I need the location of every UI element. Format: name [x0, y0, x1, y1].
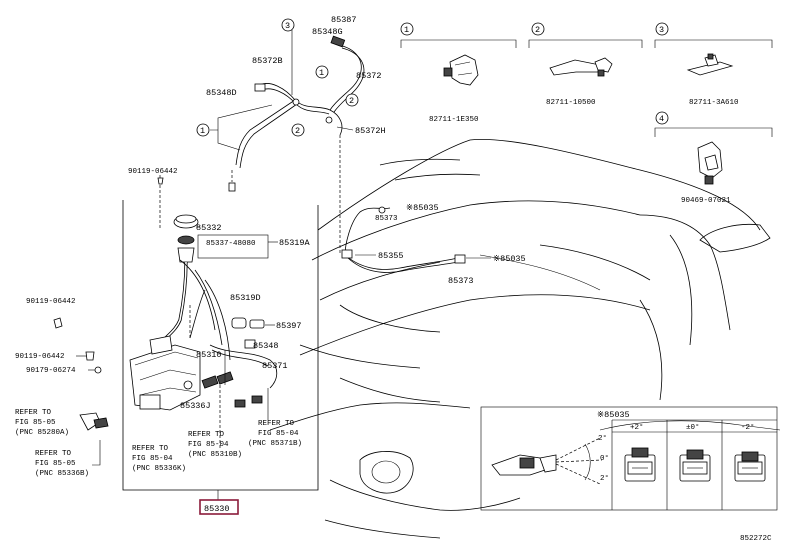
- left-references: 90119-06442 90119-06442 90179-06274 REFE…: [15, 298, 302, 478]
- ref-b-line1[interactable]: REFER TO: [35, 450, 72, 458]
- part-85348[interactable]: 85348: [253, 341, 279, 351]
- callout-2-a: 2: [349, 96, 354, 106]
- part-85348g[interactable]: 85348G: [312, 27, 343, 37]
- part-85337-48080[interactable]: 85337-48080: [206, 240, 256, 248]
- clip-82711-3a610[interactable]: 82711-3A610: [689, 99, 739, 107]
- inset-col-minus2: -2°: [741, 423, 755, 432]
- ref-d-line1[interactable]: REFER TO: [188, 431, 225, 439]
- part-85387[interactable]: 85387: [331, 15, 357, 25]
- inset-col-plus2: +2°: [630, 423, 644, 432]
- callout-2-b: 2: [295, 126, 300, 136]
- part-85319d[interactable]: 85319D: [230, 293, 261, 303]
- part-85035-b[interactable]: ※85035: [493, 254, 526, 264]
- ref-c-line2[interactable]: FIG 85-04: [132, 455, 173, 463]
- inset-title: ※85035: [597, 410, 630, 420]
- callout-1-b: 1: [200, 126, 205, 136]
- ref-e-line2[interactable]: FIG 85-04: [258, 430, 299, 438]
- callout-1-a: 1: [319, 68, 324, 78]
- part-85330[interactable]: 85330: [204, 504, 230, 514]
- part-85372h[interactable]: 85372H: [355, 126, 386, 136]
- part-85371[interactable]: 85371: [262, 361, 288, 371]
- nozzle-view-plus2: [624, 447, 656, 482]
- part-85372b[interactable]: 85372B: [252, 56, 283, 66]
- tank-labels: 85332 85337-48080 85319A 85319D 85397 85…: [180, 223, 311, 411]
- callout-3-a: 3: [285, 21, 290, 31]
- ref-d-line2[interactable]: FIG 85-04: [188, 441, 229, 449]
- nozzle-angle-inset: ※85035 +2° ±0° -2° 2° 0° 2°: [480, 406, 778, 511]
- bolt-90179[interactable]: 90179-06274: [26, 367, 76, 375]
- part-85373-b[interactable]: 85373: [448, 276, 474, 286]
- inset-angle-top: 2°: [598, 434, 607, 443]
- part-85372[interactable]: 85372: [356, 71, 382, 81]
- bolt-90119-b[interactable]: 90119-06442: [26, 298, 76, 306]
- clip-legend: 1 82711-1E350 2 82711-10500 3 82711-3A61…: [400, 22, 773, 205]
- part-85397[interactable]: 85397: [276, 321, 302, 331]
- washer-tank: [129, 214, 278, 450]
- figure-code: 852272C: [740, 535, 772, 543]
- part-85336j[interactable]: 85336J: [180, 401, 211, 411]
- nozzle-view-0: [679, 449, 711, 482]
- ref-d-line3[interactable]: (PNC 85310B): [188, 451, 242, 459]
- bolt-90119-c[interactable]: 90119-06442: [15, 353, 65, 361]
- legend-callout-1: 1: [404, 25, 409, 35]
- ref-e-line1[interactable]: REFER TO: [258, 420, 295, 428]
- highlighted-part-85330[interactable]: 85330: [199, 490, 239, 515]
- inset-angle-bot: 2°: [600, 474, 609, 483]
- legend-callout-3: 3: [659, 25, 664, 35]
- part-85348d[interactable]: 85348D: [206, 88, 237, 98]
- legend-callout-4: 4: [659, 114, 664, 124]
- part-85373-a[interactable]: 85373: [375, 215, 398, 223]
- ref-c-line3[interactable]: (PNC 85336K): [132, 465, 186, 473]
- ref-e-line3[interactable]: (PNC 85371B): [248, 440, 302, 448]
- clip-82711-10500[interactable]: 82711-10500: [546, 99, 596, 107]
- part-85310[interactable]: 85310: [196, 350, 222, 360]
- legend-callout-2: 2: [535, 25, 540, 35]
- clip-90469-07021[interactable]: 90469-07021: [681, 197, 731, 205]
- inset-col-0: ±0°: [686, 423, 700, 432]
- vehicle-body-outline: [269, 138, 781, 539]
- upper-hose-assembly: [228, 30, 365, 192]
- hood-hose: 85373 ※85035 85355 ※85035 85373: [339, 203, 526, 333]
- ref-a-line3[interactable]: (PNC 85280A): [15, 429, 69, 437]
- part-85355[interactable]: 85355: [378, 251, 404, 261]
- ref-b-line3[interactable]: (PNC 85336B): [35, 470, 89, 478]
- nozzle-view-minus2: [734, 451, 766, 482]
- clip-82711-1e350[interactable]: 82711-1E350: [429, 116, 479, 124]
- part-85319a[interactable]: 85319A: [279, 238, 311, 248]
- ref-c-line1[interactable]: REFER TO: [132, 445, 169, 453]
- ref-a-line2[interactable]: FIG 85-05: [15, 419, 56, 427]
- inset-angle-mid: 0°: [600, 454, 609, 463]
- bolt-90119-a[interactable]: 90119-06442: [128, 168, 178, 176]
- part-85035-a[interactable]: ※85035: [406, 203, 439, 213]
- ref-b-line2[interactable]: FIG 85-05: [35, 460, 76, 468]
- washer-tank-frame: 90119-06442: [122, 168, 319, 491]
- part-85332[interactable]: 85332: [196, 223, 222, 233]
- ref-a-line1[interactable]: REFER TO: [15, 409, 52, 417]
- top-labels: 3 85387 85348G 85372B 1 85372 85348D 2 1…: [196, 15, 386, 255]
